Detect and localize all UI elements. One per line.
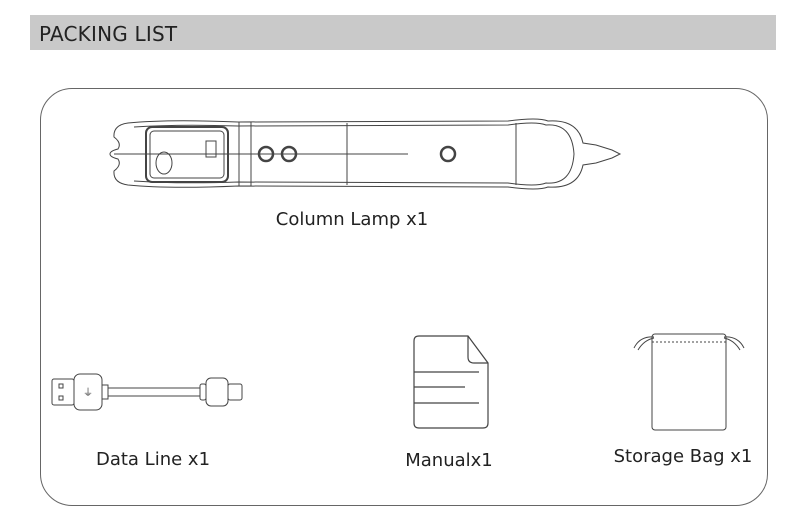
- section-header: PACKING LIST: [30, 15, 776, 50]
- manual-document-icon: [413, 335, 489, 429]
- manual-label: Manualx1: [405, 450, 493, 471]
- column-lamp-label: Column Lamp x1: [275, 209, 429, 230]
- section-title: PACKING LIST: [39, 22, 178, 46]
- column-lamp-icon: [109, 118, 622, 190]
- storage-bag-icon: [633, 333, 745, 431]
- packing-list-frame: [40, 88, 768, 506]
- data-line-label: Data Line x1: [95, 449, 211, 470]
- storage-bag-label: Storage Bag x1: [613, 446, 753, 467]
- usb-cable-icon: ⏚: [51, 373, 243, 411]
- svg-text:⏚: ⏚: [83, 387, 93, 399]
